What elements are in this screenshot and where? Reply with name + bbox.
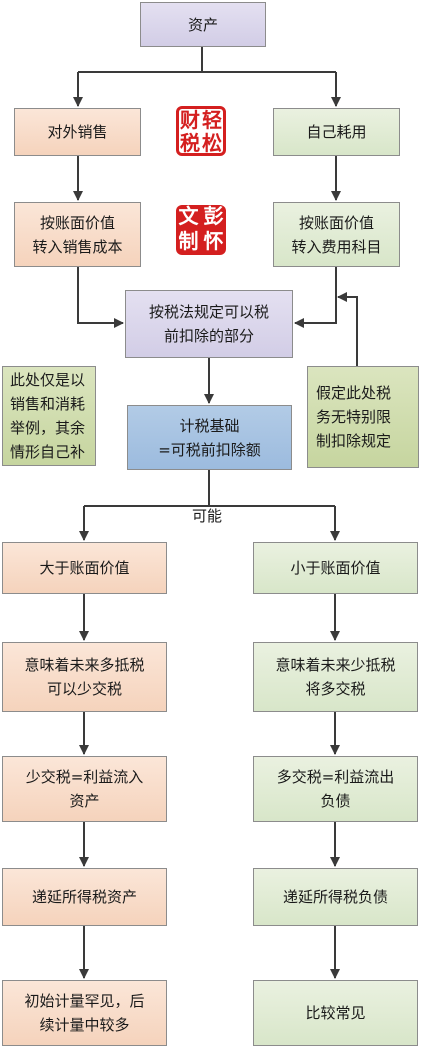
note-right: 假定此处税 务无特别限 制扣除规定 — [307, 366, 419, 468]
line: 少交税=利益流入 — [26, 765, 144, 789]
line: 可以少交税 — [24, 677, 144, 701]
node-tax-base: 计税基础 =可税前扣除额 — [127, 405, 292, 470]
line: 意味着未来多抵税 — [24, 653, 144, 677]
seal1-char: 财 — [179, 109, 201, 132]
line: 务无特别限 — [316, 405, 391, 429]
node-benefit-out: 多交税=利益流出 负债 — [253, 756, 418, 822]
node-less-label: 小于账面价值 — [290, 556, 380, 580]
node-to-expense: 按账面价值 转入费用科目 — [273, 202, 400, 267]
seal2-char: 制 — [176, 230, 201, 255]
line: 意味着未来少抵税 — [275, 653, 395, 677]
seal1-char: 松 — [201, 132, 223, 155]
seal1-char: 税 — [179, 132, 201, 155]
node-benefit-in: 少交税=利益流入 资产 — [2, 756, 167, 822]
node-external-sale-label: 对外销售 — [47, 120, 107, 144]
node-asset: 资产 — [140, 2, 266, 47]
seal-stamp-2: 文 彭 制 怀 — [176, 205, 226, 255]
line: 制扣除规定 — [316, 429, 391, 453]
line: 转入销售成本 — [32, 235, 122, 259]
line: 销售和消耗 — [10, 392, 85, 416]
node-greater-label: 大于账面价值 — [39, 556, 129, 580]
line: 多交税=利益流出 — [277, 765, 395, 789]
node-to-sales-cost: 按账面价值 转入销售成本 — [14, 202, 141, 267]
edge-cost-to-deductible — [78, 267, 123, 323]
seal-stamp-1: 财 轻 税 松 — [176, 106, 226, 156]
line: 按账面价值 — [32, 211, 122, 235]
node-deferred-asset-label: 递延所得税资产 — [32, 885, 137, 909]
node-asset-remark: 初始计量罕见，后 续计量中较多 — [2, 980, 167, 1046]
line: =可税前扣除额 — [158, 438, 261, 462]
node-more-tax-future: 意味着未来少抵税 将多交税 — [253, 642, 418, 712]
line: 按账面价值 — [291, 211, 381, 235]
line: 前扣除的部分 — [149, 324, 269, 348]
node-less-tax-future: 意味着未来多抵税 可以少交税 — [2, 642, 167, 712]
edge-note-right — [338, 297, 357, 366]
node-tax-deductible: 按税法规定可以税 前扣除的部分 — [125, 290, 293, 358]
line: 假定此处税 — [316, 381, 391, 405]
line: 此处仅是以 — [10, 368, 85, 392]
node-liability-remark: 比较常见 — [253, 980, 418, 1046]
line: 负债 — [277, 789, 395, 813]
line: 转入费用科目 — [291, 235, 381, 259]
line: 情形自己补 — [10, 440, 85, 464]
note-left: 此处仅是以 销售和消耗 举例，其余 情形自己补 — [2, 366, 96, 466]
node-self-use-label: 自己耗用 — [306, 120, 366, 144]
node-liability-remark-label: 比较常见 — [305, 1001, 365, 1025]
line: 举例，其余 — [10, 416, 85, 440]
seal2-char: 彭 — [201, 205, 226, 230]
node-self-use: 自己耗用 — [273, 108, 400, 156]
seal1-char: 轻 — [201, 109, 223, 132]
line: 资产 — [26, 789, 144, 813]
node-deferred-liability: 递延所得税负债 — [253, 868, 418, 926]
seal2-char: 怀 — [201, 230, 226, 255]
node-less: 小于账面价值 — [253, 542, 418, 594]
node-deferred-asset: 递延所得税资产 — [2, 868, 167, 926]
line: 按税法规定可以税 — [149, 300, 269, 324]
line: 将多交税 — [275, 677, 395, 701]
line: 计税基础 — [158, 414, 261, 438]
line: 初始计量罕见，后 — [24, 989, 144, 1013]
node-deferred-liability-label: 递延所得税负债 — [283, 885, 388, 909]
edge-label-possible: 可能 — [192, 505, 222, 526]
edge-expense-to-deductible — [295, 267, 336, 323]
seal2-char: 文 — [176, 205, 201, 230]
node-external-sale: 对外销售 — [14, 108, 141, 156]
node-greater: 大于账面价值 — [2, 542, 167, 594]
line: 续计量中较多 — [24, 1013, 144, 1037]
node-asset-label: 资产 — [188, 13, 218, 37]
